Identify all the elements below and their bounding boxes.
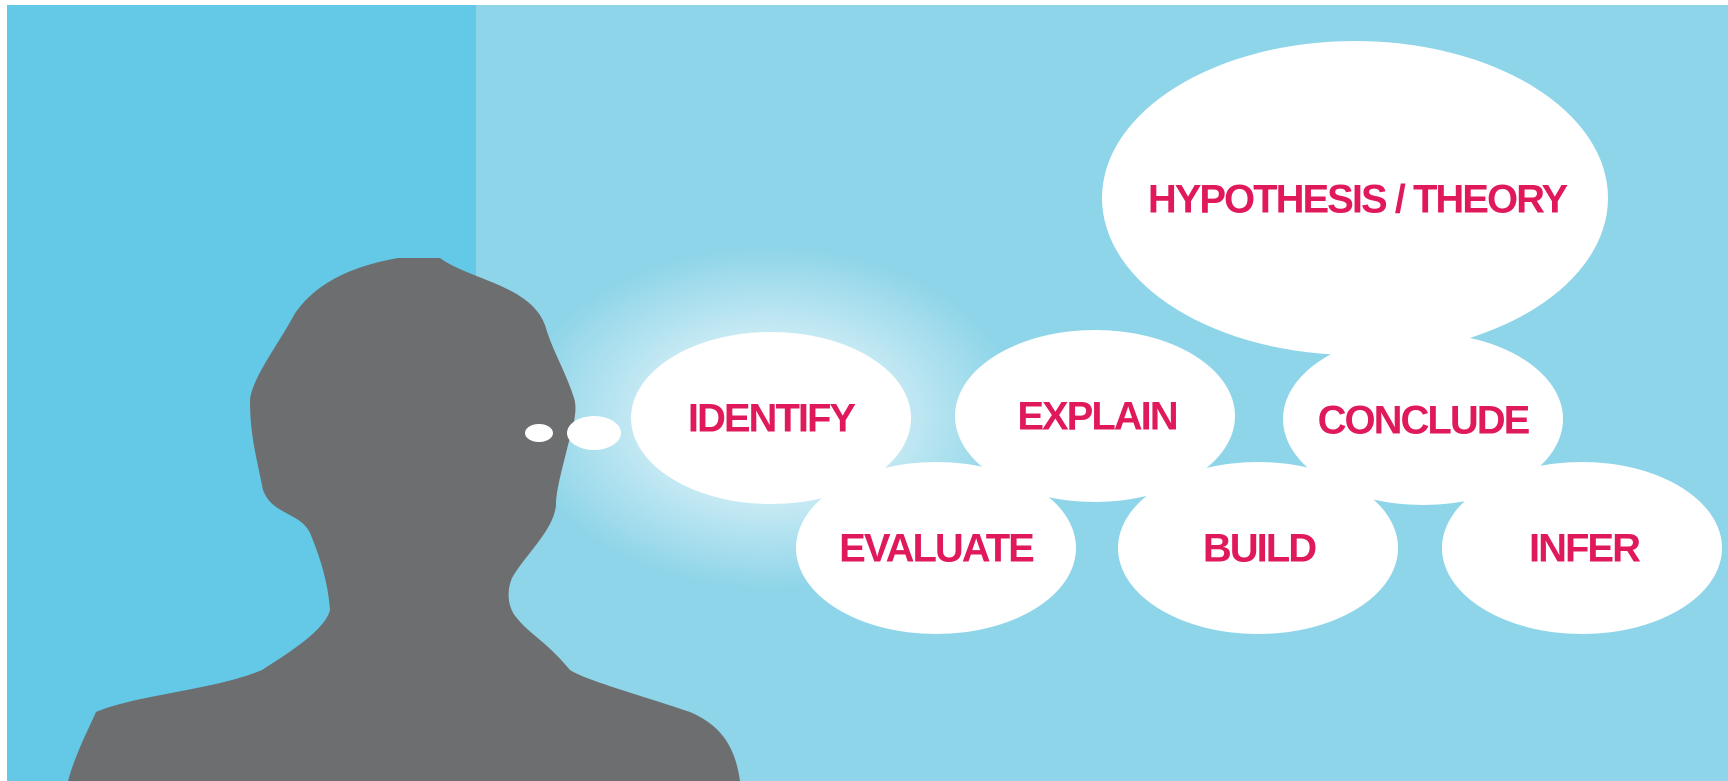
bubble-label-infer: INFER: [1529, 527, 1641, 571]
bubble-shape: [1118, 462, 1398, 634]
bubble-conclude: CONCLUDE: [1283, 333, 1563, 505]
bubble-identify: IDENTIFY: [631, 332, 911, 504]
bubble-shape: [1102, 41, 1608, 355]
bubble-shape: [1442, 462, 1722, 634]
bubble-label-identify: IDENTIFY: [688, 397, 857, 441]
bubble-shape: [1283, 333, 1563, 505]
bubble-evaluate: EVALUATE: [796, 462, 1076, 634]
bubble-explain: EXPLAIN: [955, 330, 1235, 502]
bubble-shape: [955, 330, 1235, 502]
bubble-hypothesis: HYPOTHESIS / THEORY: [1102, 41, 1608, 355]
bubble-label-evaluate: EVALUATE: [839, 527, 1034, 571]
bubble-label-conclude: CONCLUDE: [1318, 399, 1530, 443]
bubble-shape: [631, 332, 911, 504]
person-silhouette-icon: [68, 258, 740, 781]
bubble-label-build: BUILD: [1203, 527, 1316, 571]
bubble-build: BUILD: [1118, 462, 1398, 634]
bubble-infer: INFER: [1442, 462, 1722, 634]
bubble-label-explain: EXPLAIN: [1017, 395, 1176, 439]
thought-dot-large-icon: [567, 416, 621, 450]
bubble-shape: [796, 462, 1076, 634]
bubble-label-hypothesis: HYPOTHESIS / THEORY: [1148, 178, 1569, 222]
thought-dot-small-icon: [525, 424, 553, 442]
